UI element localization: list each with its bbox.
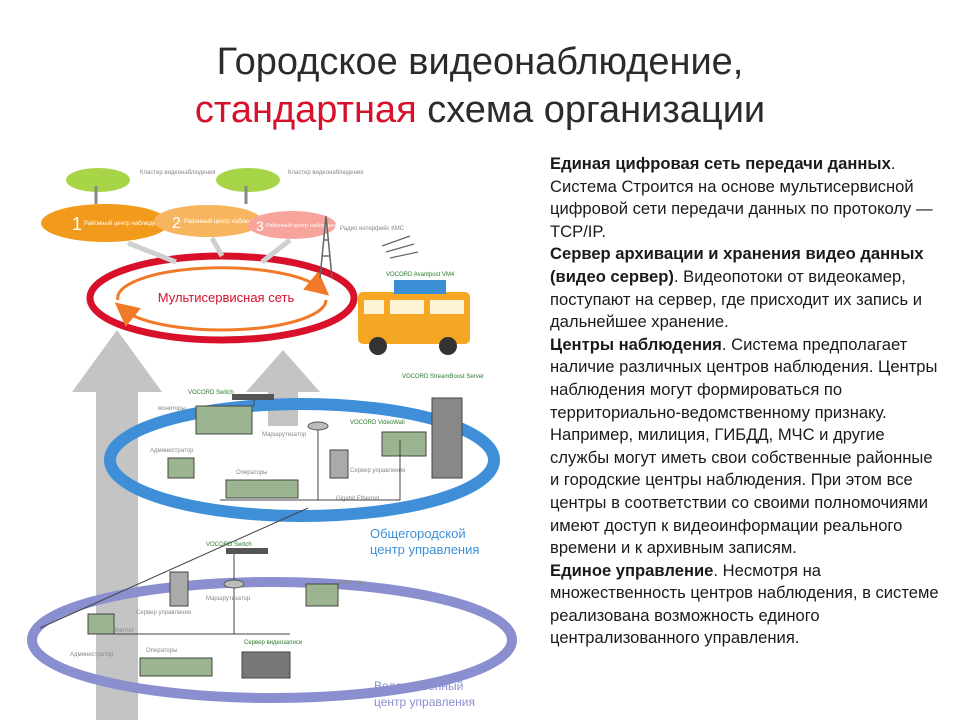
cluster-bubble-right xyxy=(216,168,280,192)
dept-video-server-label: Сервер видеозаписи xyxy=(244,640,302,646)
city-router-icon xyxy=(307,421,329,431)
cluster-group: Кластер видеонаблюдения Кластер видеонаб… xyxy=(41,168,364,265)
city-admin-label: Администратор xyxy=(150,448,194,454)
dept-switch-label: VOCORD Switch xyxy=(206,542,252,548)
paragraph-control-body: . Несмотря на множественность центров на… xyxy=(550,560,939,648)
radio-label: Радио интерфейс КМС xyxy=(340,225,405,232)
cluster-2-number: 2 xyxy=(172,215,181,232)
city-monitor-wall-icon xyxy=(195,405,253,435)
cluster-bubble-left xyxy=(66,168,130,192)
paragraph-network: Единая цифровая сеть передачи данных. Си… xyxy=(550,153,942,243)
title-line-2: стандартная схема организации xyxy=(0,86,960,134)
dept-operator-desk-icon xyxy=(139,657,213,677)
city-ethernet-label: Gigabit Ethernet xyxy=(336,496,380,502)
city-server-icon xyxy=(329,449,349,479)
dept-router-label: Маршрутизатор xyxy=(206,596,251,602)
paragraph-control: Единое управление. Несмотря на множестве… xyxy=(550,560,942,650)
title-line-1: Городское видеонаблюдение, xyxy=(216,41,744,83)
title-line-2-rest: схема организации xyxy=(416,89,766,131)
cluster-2-label: Районный центр наблюдения xyxy=(184,218,266,225)
paragraph-centers-body: . Система предполагает наличие различных… xyxy=(550,334,938,558)
cluster-3-label: Районный центр наблюдения xyxy=(266,222,341,229)
city-switch-label: VOCORD Switch xyxy=(188,390,234,396)
network-label: Мультисервисная сеть xyxy=(158,290,295,305)
city-router-label: Маршрутизатор xyxy=(262,432,307,438)
city-switch-icon xyxy=(232,394,274,400)
city-center-label-line1: Общегородской xyxy=(370,526,466,541)
surveillance-vehicle-icon: VOCORD Avantpost VM4 xyxy=(358,272,470,355)
city-admin-pc-icon xyxy=(167,457,195,479)
city-center: VOCORD Switch VOCORD StreamBoost Server … xyxy=(150,374,484,557)
dept-center-ring xyxy=(27,577,517,703)
paragraph-server-body: . Видеопотоки от видеокамер, поступают н… xyxy=(550,266,922,332)
radio-tower-icon: Радио интерфейс КМС xyxy=(319,215,419,279)
city-center-label-line2: центр управления xyxy=(370,542,479,557)
dept-admin-pc-icon xyxy=(87,613,115,635)
city-operators-label: Операторы xyxy=(236,470,267,476)
dept-center: VOCORD Switch Сервер управления Маршрути… xyxy=(70,542,475,709)
dept-center-label-line1: Ведомственный xyxy=(374,679,463,693)
paragraph-server-heading: Сервер архивации и хранения видео данных… xyxy=(550,244,924,286)
paragraph-network-heading: Единая цифровая сеть передачи данных xyxy=(550,154,891,173)
dept-switch-icon xyxy=(226,548,268,554)
city-operator-desk-icon xyxy=(225,479,299,499)
city-storage-label: VOCORD StreamBoost Server xyxy=(402,374,484,380)
dept-operators-label: Операторы xyxy=(146,648,177,654)
paragraph-control-heading: Единое управление xyxy=(550,560,714,580)
dept-admin-label: Администратор xyxy=(70,652,114,658)
vehicle-device-label: VOCORD Avantpost VM4 xyxy=(386,272,455,278)
dept-server-label: Сервер управления xyxy=(136,610,191,616)
description-text: Единая цифровая сеть передачи данных. Си… xyxy=(550,153,942,650)
paragraph-centers: Центры наблюдения. Система предполагает … xyxy=(550,334,942,560)
paragraph-network-body: . Система Строится на основе мультисерви… xyxy=(550,154,933,241)
paragraph-centers-heading: Центры наблюдения xyxy=(550,334,722,354)
uplink-arrow-right xyxy=(246,350,320,426)
paragraph-server: Сервер архивации и хранения видео данных… xyxy=(550,243,942,333)
multiservice-network: Мультисервисная сеть xyxy=(86,252,358,344)
dept-monitor-wall-icon xyxy=(305,583,339,607)
city-monitors-label: мониторы xyxy=(158,406,186,412)
city-videowall-label: VOCORD VideoWall xyxy=(350,420,405,426)
cluster-caption-right: Кластер видеонаблюдения xyxy=(288,170,364,176)
cluster-1-number: 1 xyxy=(72,214,82,234)
city-center-ring xyxy=(104,398,500,522)
cluster-3 xyxy=(248,211,336,239)
dept-server-tower-icon xyxy=(169,571,189,607)
title-accent-word: стандартная xyxy=(194,89,417,131)
cluster-caption-left: Кластер видеонаблюдения xyxy=(140,170,216,176)
dept-monitors-label: мониторы xyxy=(338,580,366,586)
dept-center-label-line2: центр управления xyxy=(374,695,475,709)
cluster-2 xyxy=(154,205,262,237)
city-videowall-icon xyxy=(381,431,427,457)
city-storage-rack-icon xyxy=(431,397,463,479)
dept-video-server-icon xyxy=(241,651,291,679)
network-diagram: Мультисервисная сеть Кластер видеонаблюд… xyxy=(27,168,517,720)
city-server-label: Сервер управления xyxy=(350,468,405,474)
cluster-1 xyxy=(41,204,169,242)
cluster-3-number: 3 xyxy=(256,218,264,234)
cluster-1-label: Районный центр наблюдения xyxy=(84,220,166,227)
slide-title: Городское видеонаблюдение, стандартная с… xyxy=(0,38,960,134)
dept-router-icon xyxy=(223,579,245,589)
